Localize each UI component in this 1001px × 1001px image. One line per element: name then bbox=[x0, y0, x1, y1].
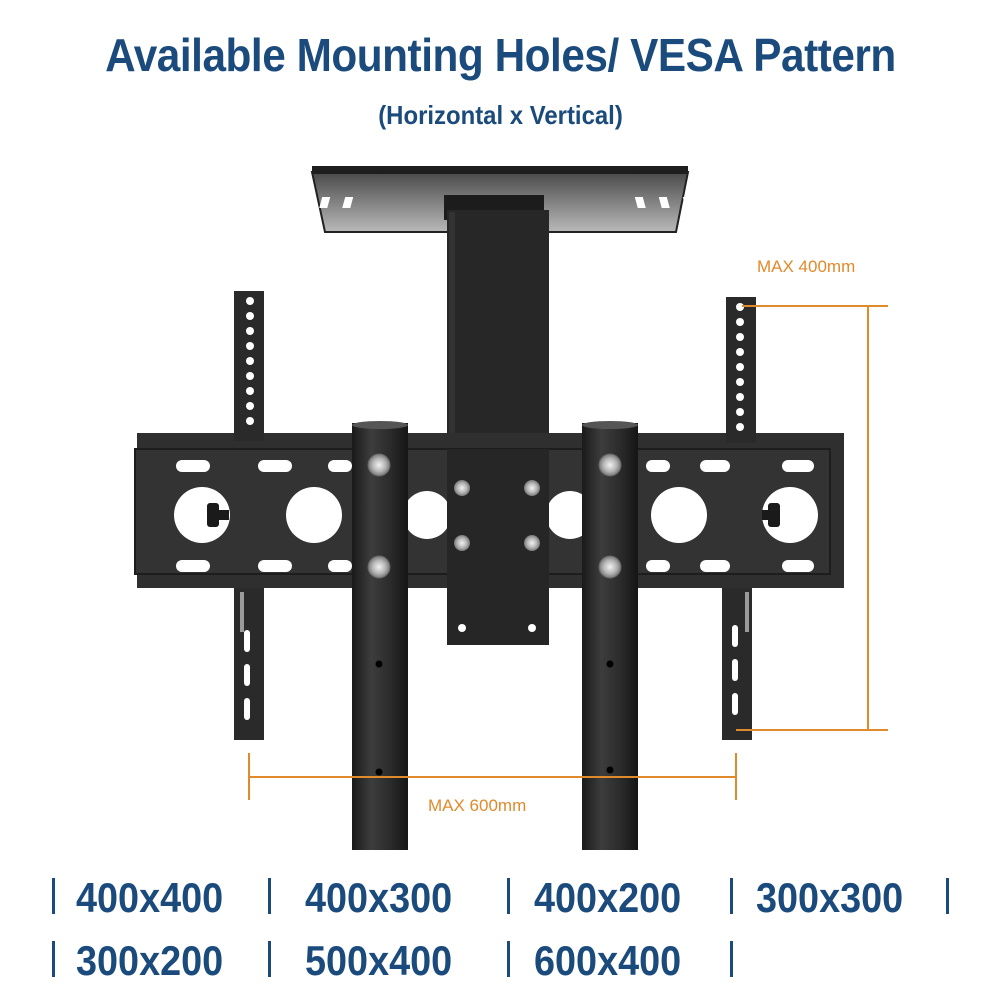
separator bbox=[268, 941, 271, 977]
separator bbox=[507, 878, 510, 914]
plate-holes bbox=[174, 487, 818, 543]
left-pole bbox=[352, 421, 408, 850]
separator bbox=[730, 878, 733, 914]
vesa-pattern: 300x200 bbox=[76, 937, 224, 984]
right-vertical-arm bbox=[722, 297, 756, 740]
vesa-pattern: 600x400 bbox=[534, 937, 682, 984]
adjust-knobs bbox=[207, 503, 780, 527]
plate-slots bbox=[176, 460, 814, 572]
separator bbox=[52, 878, 55, 914]
vesa-pattern: 400x400 bbox=[76, 874, 224, 921]
separator bbox=[52, 941, 55, 977]
separator bbox=[730, 941, 733, 977]
dimension-lines bbox=[248, 305, 888, 800]
vesa-pattern: 500x400 bbox=[305, 937, 453, 984]
separator bbox=[268, 878, 271, 914]
column-bolts bbox=[454, 480, 540, 632]
page-title: Available Mounting Holes/ VESA Pattern bbox=[105, 29, 896, 81]
page-subtitle: (Horizontal x Vertical) bbox=[378, 100, 623, 130]
separator bbox=[946, 878, 949, 914]
tv-mount-product-image: MAX 400mm MAX 600mm bbox=[134, 166, 888, 850]
vesa-pattern: 300x300 bbox=[756, 874, 904, 921]
left-vertical-arm bbox=[234, 291, 264, 740]
separator bbox=[507, 941, 510, 977]
vesa-pattern: 400x300 bbox=[305, 874, 453, 921]
max-horizontal-dimension-label: MAX 600mm bbox=[428, 796, 527, 815]
max-vertical-dimension-label: MAX 400mm bbox=[757, 257, 856, 276]
mount-illustration bbox=[134, 166, 888, 850]
right-pole bbox=[582, 421, 638, 850]
vesa-pattern: 400x200 bbox=[534, 874, 682, 921]
